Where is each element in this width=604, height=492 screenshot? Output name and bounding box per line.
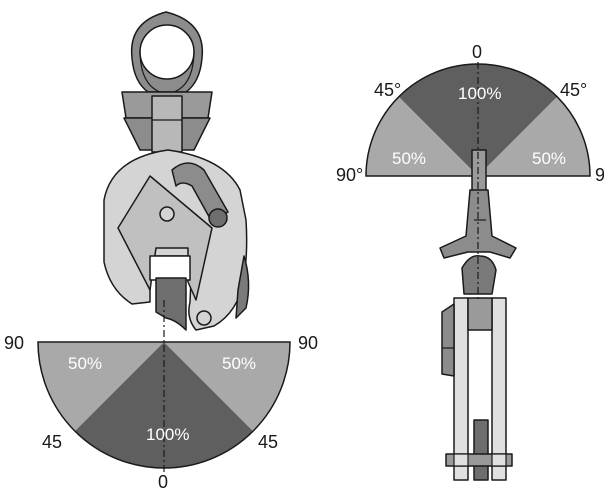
shackle-body (121, 91, 213, 153)
protractor-top (365, 63, 591, 177)
sector-50-right (164, 342, 290, 432)
label-left-100: 100% (146, 425, 189, 444)
clamp-front-view: 90 90 50% 50% 100% 45 45 0 (4, 11, 318, 492)
label-right-90-left: 90° (336, 165, 363, 185)
label-left-90-left: 90 (4, 333, 24, 353)
clamp-plates (441, 297, 513, 481)
protractor-bottom (37, 300, 291, 476)
label-right-100: 100% (458, 84, 501, 103)
label-left-0: 0 (158, 472, 168, 492)
label-right-45-right: 45° (560, 80, 587, 100)
label-right-50-right: 50% (532, 149, 566, 168)
label-left-45-left: 45 (42, 432, 62, 452)
sector-50-left (37, 342, 164, 432)
label-left-45-right: 45 (258, 432, 278, 452)
label-left-50-left: 50% (68, 354, 102, 373)
sector-100-center (398, 63, 558, 177)
sector-50-right (478, 96, 590, 176)
clamp-side-view: 0 45° 45° 100% 50% 50% 90° 9 (336, 42, 604, 481)
shackle-eye (130, 11, 204, 93)
label-left-90-right: 90 (298, 333, 318, 353)
label-left-50-right: 50% (222, 354, 256, 373)
label-right-45-left: 45° (374, 80, 401, 100)
cam-arm (159, 162, 229, 326)
label-right-0: 0 (472, 42, 482, 62)
sector-50-left (365, 96, 478, 176)
label-right-90-right: 9 (595, 165, 604, 185)
label-right-50-left: 50% (392, 149, 426, 168)
jaw-slot (149, 255, 250, 331)
